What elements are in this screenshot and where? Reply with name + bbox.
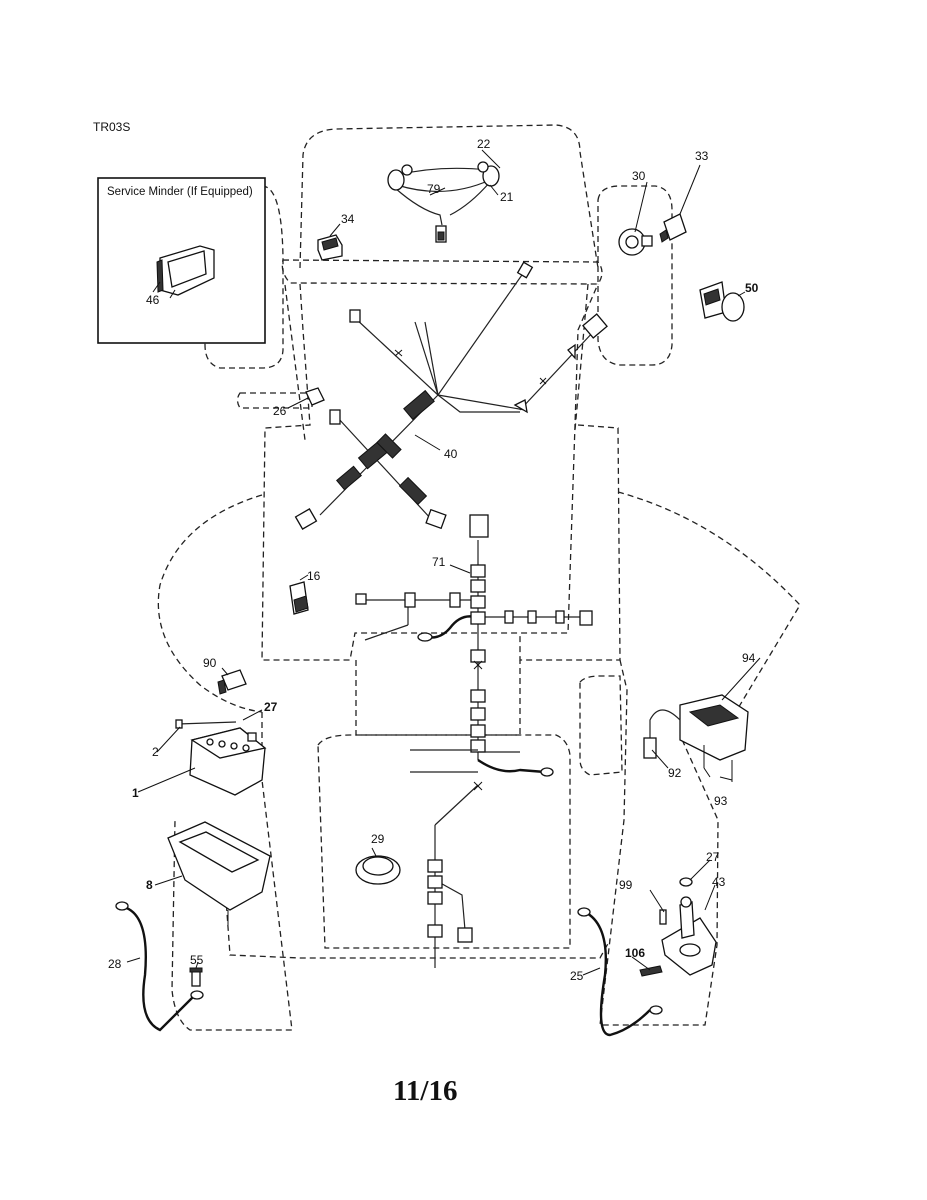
callout-2: 2: [152, 745, 159, 759]
callout-27-solenoid: 27: [706, 850, 720, 864]
callout-46: 46: [146, 293, 160, 307]
callout-71: 71: [432, 555, 446, 569]
regulator-90: [217, 669, 247, 695]
callout-21: 21: [500, 190, 514, 204]
ground-cable-28: [115, 901, 204, 1032]
callout-8: 8: [146, 878, 153, 892]
switch-34: [317, 234, 343, 261]
callout-27-battery: 27: [264, 700, 278, 714]
callout-106: 106: [625, 946, 645, 960]
callout-numbers: 22 79 21 34 30 33 50 46 26 40 16 71 90 2…: [108, 137, 759, 983]
diagram-code: TR03S: [93, 120, 130, 134]
callout-90: 90: [203, 656, 217, 670]
bolt-55: [189, 967, 203, 987]
callout-94: 94: [742, 651, 756, 665]
cable-25: [577, 907, 663, 1037]
callout-25: 25: [570, 969, 584, 983]
callout-28: 28: [108, 957, 122, 971]
module-94: [643, 694, 749, 782]
alarm-29: [355, 855, 401, 885]
headlight-assembly: [387, 161, 500, 243]
callout-1: 1: [132, 786, 139, 800]
starter-solenoid: [639, 877, 717, 977]
callout-40: 40: [444, 447, 458, 461]
relay-16: [289, 581, 309, 615]
harness-loom: [336, 389, 435, 506]
callout-33: 33: [695, 149, 709, 163]
callout-30: 30: [632, 169, 646, 183]
leader-lines: [126, 149, 761, 976]
ignition-switch: [618, 228, 653, 256]
callout-50: 50: [745, 281, 759, 295]
pto-switch: [699, 281, 745, 322]
callout-99: 99: [619, 878, 633, 892]
callout-34: 34: [341, 212, 355, 226]
main-wire-harness: [294, 261, 608, 530]
fuse-holder: [305, 387, 325, 406]
service-minder-box: Service Minder (If Equipped): [97, 177, 266, 344]
callout-16: 16: [307, 569, 321, 583]
callout-43: 43: [712, 875, 726, 889]
callout-55: 55: [190, 953, 204, 967]
service-minder-title: Service Minder (If Equipped): [107, 186, 253, 198]
rear-wire-harness: [355, 514, 593, 968]
callout-92: 92: [668, 766, 682, 780]
callout-79: 79: [427, 182, 441, 196]
page-number: 11/16: [393, 1075, 457, 1107]
battery: [175, 719, 267, 796]
callout-93: 93: [714, 794, 728, 808]
callout-26: 26: [273, 404, 287, 418]
battery-tray: [167, 821, 271, 925]
ignition-key: [659, 213, 687, 243]
callout-22: 22: [477, 137, 491, 151]
tractor-outline: [157, 124, 801, 1031]
callout-29: 29: [371, 832, 385, 846]
service-minder-unit: [152, 245, 215, 296]
